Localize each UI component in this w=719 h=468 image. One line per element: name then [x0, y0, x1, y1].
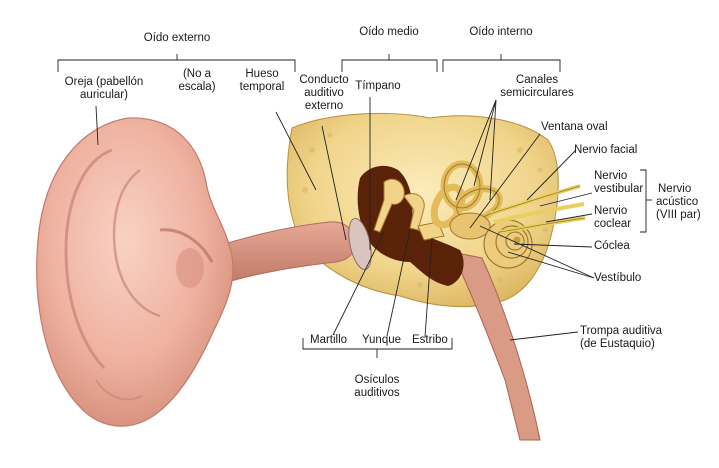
- label-nervio-facial: Nervio facial: [574, 144, 637, 157]
- label-canales-line2: semicirculares: [497, 87, 577, 100]
- label-conducto-line1: Conducto: [292, 74, 356, 87]
- label-estribo: Estribo: [412, 334, 448, 347]
- label-oreja-line2: auricular): [56, 89, 152, 102]
- label-nervio-coclear-line1: Nervio: [594, 205, 627, 218]
- label-no-a-escala-line2: escala): [172, 81, 222, 94]
- label-vestibulo: Vestíbulo: [594, 272, 641, 285]
- vestibule-shape: [450, 213, 490, 239]
- label-oido-externo: Oído externo: [142, 32, 212, 45]
- label-osiculos-line2: auditivos: [340, 387, 414, 400]
- label-nervio-vestibular-line2: vestibular: [594, 183, 643, 196]
- label-hueso-temporal-line2: temporal: [234, 81, 290, 94]
- ear-canal: [218, 222, 354, 282]
- label-timpano: Tímpano: [352, 80, 404, 93]
- label-nervio-acustico-line2: acústico: [656, 196, 698, 209]
- label-oido-interno: Oído interno: [463, 26, 539, 39]
- label-trompa-line2: (de Eustaquio): [580, 338, 655, 351]
- label-canales-line1: Canales: [497, 74, 577, 87]
- label-oido-medio: Oído medio: [352, 26, 426, 39]
- label-nervio-acustico-line1: Nervio: [658, 183, 691, 196]
- label-nervio-vestibular-line1: Nervio: [594, 170, 627, 183]
- label-trompa-line1: Trompa auditiva: [580, 325, 662, 338]
- label-nervio-acustico-line3: (VIII par): [656, 209, 701, 222]
- label-coclea: Cóclea: [594, 240, 630, 253]
- label-ventana-oval: Ventana oval: [541, 121, 608, 134]
- label-conducto-line2: auditivo: [292, 87, 356, 100]
- label-hueso-temporal-line1: Hueso: [234, 68, 290, 81]
- label-yunque: Yunque: [362, 334, 401, 347]
- label-martillo: Martillo: [310, 334, 347, 347]
- label-conducto-line3: externo: [292, 100, 356, 113]
- label-nervio-coclear-line2: coclear: [594, 218, 631, 231]
- label-no-a-escala-line1: (No a: [172, 68, 222, 81]
- label-osiculos-line1: Osículos: [340, 374, 414, 387]
- label-oreja-line1: Oreja (pabellón: [56, 76, 152, 89]
